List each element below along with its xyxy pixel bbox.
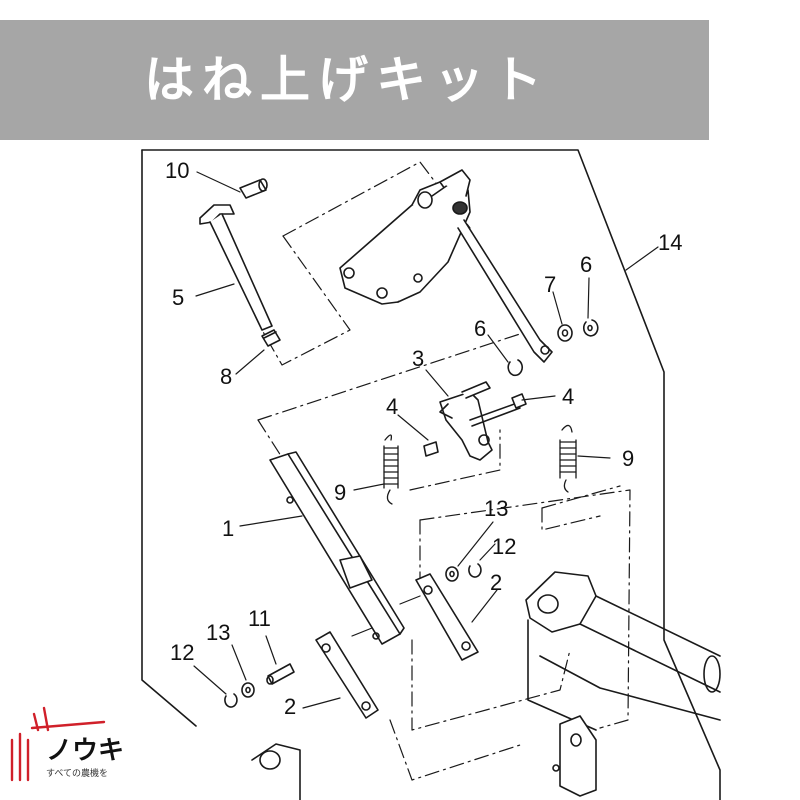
part-6-clip-a — [582, 319, 599, 337]
callout-4-right: 4 — [562, 384, 574, 409]
frame-outline — [141, 149, 721, 800]
callout-8: 8 — [220, 364, 232, 389]
frame-outline-left — [141, 149, 197, 727]
callout-11: 11 — [248, 606, 271, 631]
brand-tagline: すべての農機を — [46, 769, 109, 779]
callout-12-right: 12 — [492, 534, 516, 559]
page-title: はね上げキット — [144, 51, 550, 109]
callout-6-upper: 6 — [580, 252, 592, 277]
part-9-spring-left — [383, 434, 399, 505]
part-4-pin-a — [423, 441, 439, 457]
part-13-washer-right — [445, 566, 459, 582]
part-2-plate-right — [415, 573, 479, 661]
part-1-bar — [269, 451, 405, 645]
part-4-pin-b — [511, 393, 527, 409]
callout-12-left: 12 — [170, 640, 194, 665]
callout-9-left: 9 — [334, 480, 346, 505]
part-5-pin — [199, 204, 273, 331]
title-banner — [0, 20, 709, 140]
callout-2-right: 2 — [490, 570, 502, 595]
part-3-bracket — [439, 381, 521, 461]
callout-1: 1 — [222, 516, 234, 541]
part-13-washer-left — [241, 682, 255, 698]
link-rod — [457, 219, 553, 363]
upper-bracket — [339, 169, 471, 305]
callout-9-right: 9 — [622, 446, 634, 471]
callout-6-mid: 6 — [474, 316, 486, 341]
callout-13-left: 13 — [206, 620, 230, 645]
leader-lines — [193, 171, 659, 709]
callout-14: 14 — [658, 230, 682, 255]
part-7-washer — [557, 324, 573, 342]
machine-frame — [251, 571, 721, 800]
part-11-pin — [266, 663, 295, 685]
callout-13-right: 13 — [484, 496, 508, 521]
brand-logo-text: ノウキ — [46, 736, 125, 766]
part-12-clip-left — [224, 693, 238, 708]
callout-5: 5 — [172, 285, 184, 310]
part-6-clip-b — [507, 359, 524, 377]
callout-10: 10 — [165, 158, 189, 183]
part-10-cap — [239, 178, 268, 199]
callout-2-left: 2 — [284, 694, 296, 719]
brand-logo-icon — [10, 706, 106, 782]
part-2-plate-left — [315, 631, 379, 719]
callout-4-left: 4 — [386, 394, 398, 419]
part-12-clip-right — [468, 563, 482, 578]
part-8-nut — [261, 329, 281, 347]
callout-3: 3 — [412, 346, 424, 371]
part-9-spring-right — [559, 424, 577, 493]
callout-7: 7 — [544, 272, 556, 297]
